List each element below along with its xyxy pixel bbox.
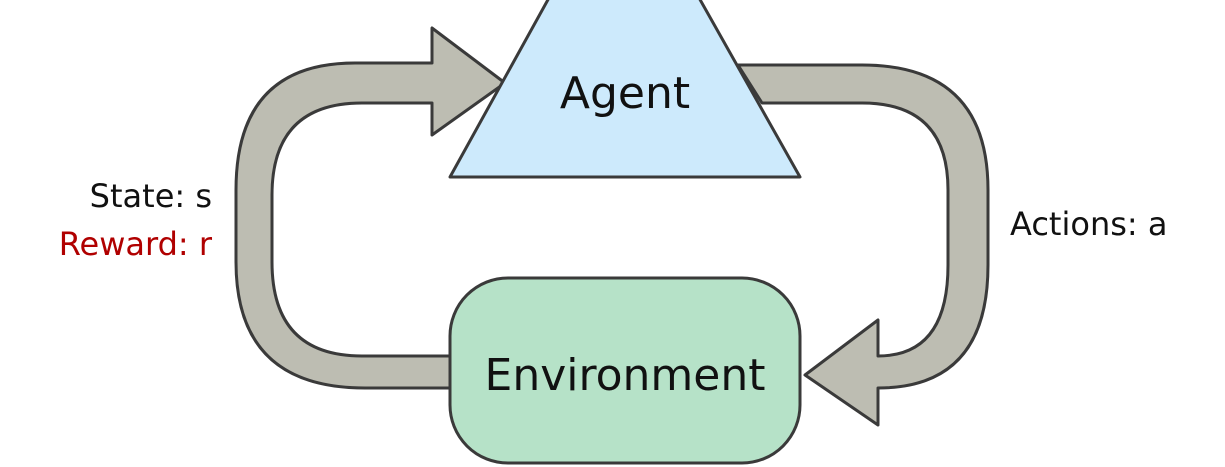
agent-node <box>448 0 802 179</box>
state-reward-labels: State: s Reward: r <box>48 172 212 268</box>
actions-label: Actions: a <box>1010 205 1168 243</box>
environment-node <box>448 276 802 465</box>
state-reward-arrow <box>234 26 507 390</box>
agent-label: Agent <box>560 68 690 119</box>
reward-label: Reward: r <box>58 225 212 263</box>
actions-labels: Actions: a <box>1010 200 1167 248</box>
actions-arrow <box>736 63 990 427</box>
environment-label: Environment <box>485 350 766 401</box>
state-label: State: s <box>89 177 212 215</box>
